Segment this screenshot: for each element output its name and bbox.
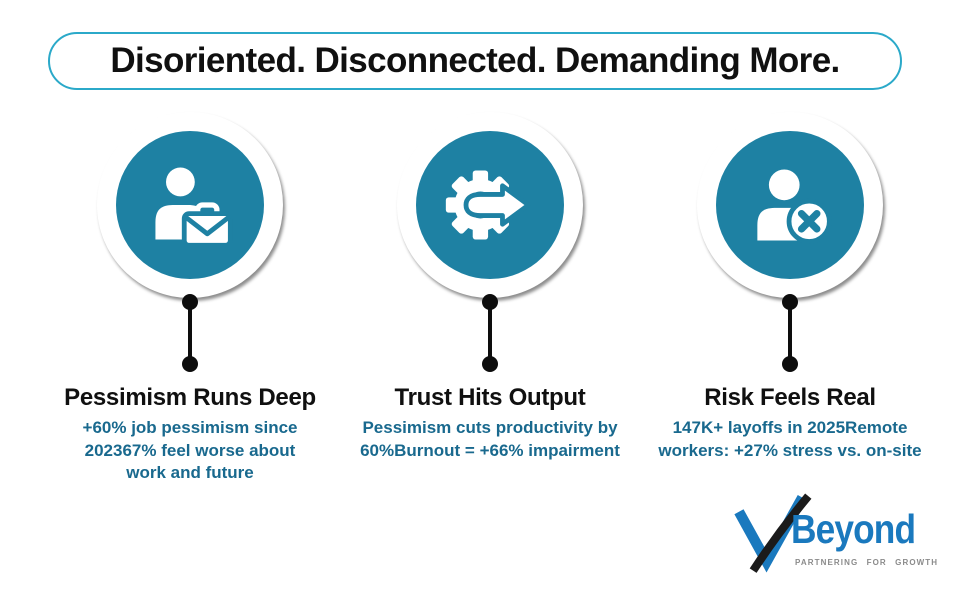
connector-stem [488,308,492,358]
person-remove-icon [757,169,832,244]
icon-circle-outer [97,112,283,298]
column-heading: Pessimism Runs Deep [64,384,316,411]
column-heading: Trust Hits Output [394,384,586,411]
connector-pin [182,294,198,372]
title-box: Disoriented. Disconnected. Demanding Mor… [48,32,902,90]
connector-pin [482,294,498,372]
connector-stem [188,308,192,358]
icon-circle-outer [697,112,883,298]
connector-dot-bottom [482,356,498,372]
connector-dot-bottom [782,356,798,372]
connector-dot-top [482,294,498,310]
column-trust: Trust Hits Output Pessimism cuts product… [340,112,640,462]
connector-stem [788,308,792,358]
icon-circle-inner [416,131,564,279]
icon-circle-outer [397,112,583,298]
connector-pin [782,294,798,372]
gear-arrow-icon [445,170,531,240]
brand-tagline: PARTNERING FOR GROWTH [795,558,939,567]
column-heading: Risk Feels Real [704,384,876,411]
connector-dot-bottom [182,356,198,372]
column-pessimism: Pessimism Runs Deep +60% job pessimism s… [40,112,340,485]
check-v-mark-icon [734,493,812,573]
column-body-text: Pessimism cuts productivity by 60%Burnou… [360,418,620,460]
brand-name: Beyond [791,506,916,552]
brand-logo: Beyond PARTNERING FOR GROWTH [733,486,937,582]
page-title: Disoriented. Disconnected. Demanding Mor… [110,41,840,80]
column-body-text: 147K+ layoffs in 2025Remote workers: +27… [658,418,922,460]
column-risk: Risk Feels Real 147K+ layoffs in 2025Rem… [640,112,940,462]
connector-dot-top [182,294,198,310]
person-briefcase-icon [155,167,233,248]
icon-circle-inner [116,131,264,279]
column-body-text: +60% job pessimism since 202367% feel wo… [82,418,298,483]
icon-circle-inner [716,131,864,279]
connector-dot-top [782,294,798,310]
